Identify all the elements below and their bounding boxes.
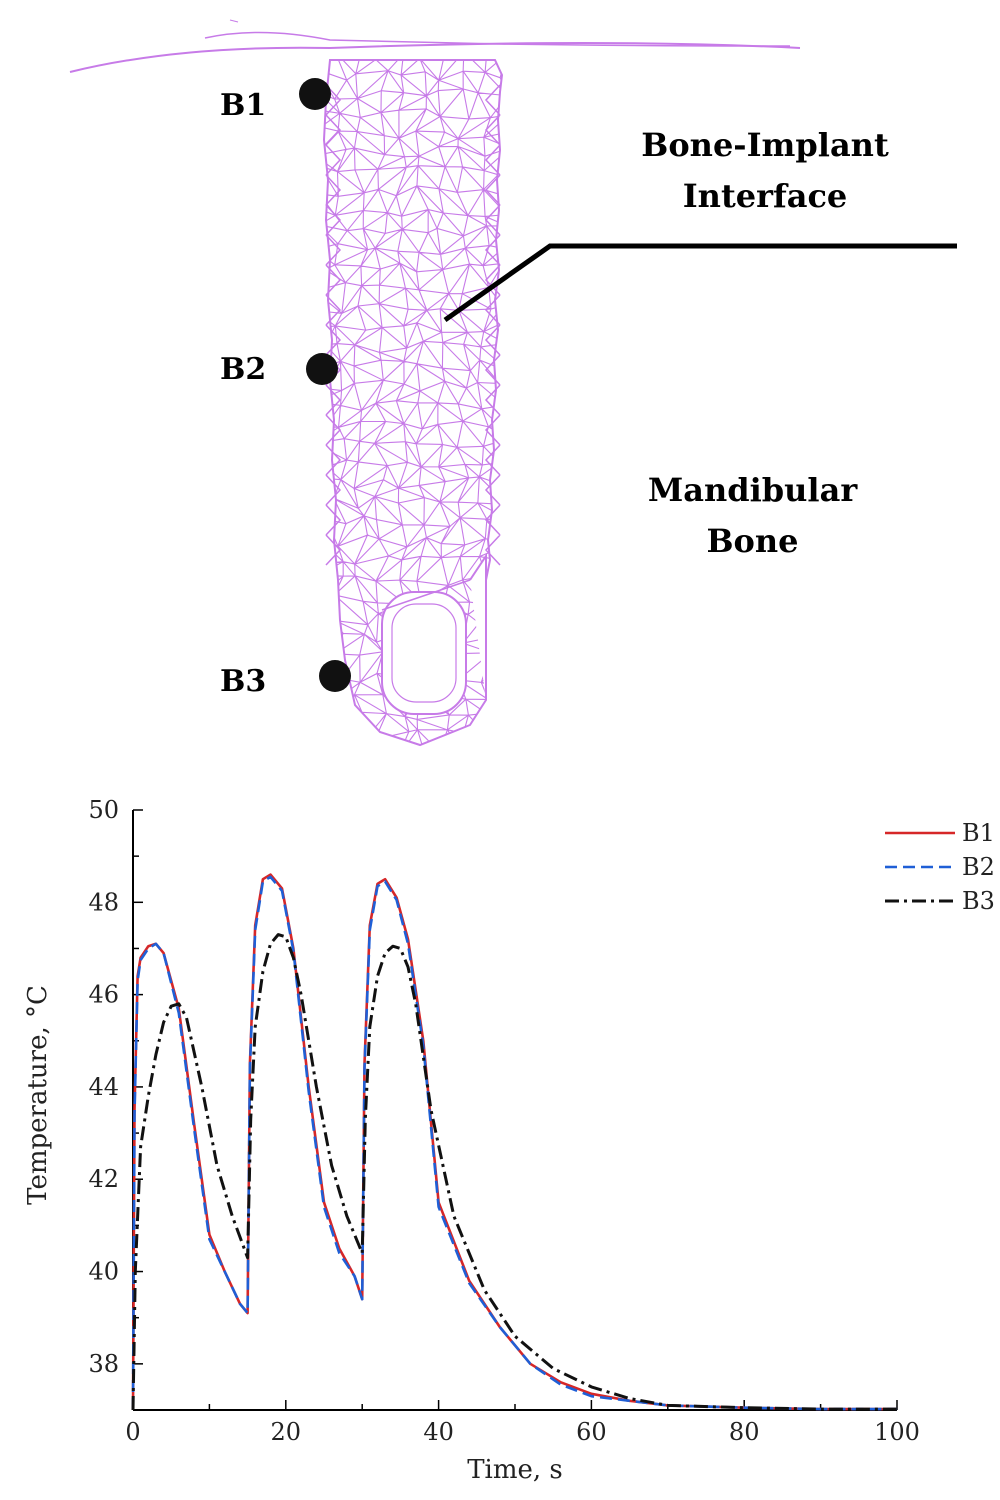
y-tick-label: 46: [88, 981, 119, 1009]
implant-illustration: [69, 19, 957, 747]
y-axis-label: Temperature, °C: [23, 985, 53, 1205]
x-tick-label: 60: [576, 1418, 607, 1446]
point-b2-label: B2: [220, 352, 267, 387]
point-b1-label: B1: [220, 88, 267, 123]
cortical-outline: [204, 31, 791, 47]
bone-label-line1: Mandibular: [647, 471, 858, 509]
y-tick-label: 40: [88, 1258, 119, 1286]
point-b3-label: B3: [220, 664, 267, 699]
implant-diagram: B1 B2 B3 Bone-Implant Interface Mandibul…: [69, 19, 957, 747]
x-tick-label: 100: [874, 1418, 920, 1446]
interface-pointer-line: [443, 243, 957, 323]
chart-series: [131, 873, 897, 1411]
y-tick-label: 50: [88, 796, 119, 824]
y-tick-label: 38: [88, 1350, 119, 1378]
x-tick-label: 40: [423, 1418, 454, 1446]
x-tick-label: 0: [125, 1418, 140, 1446]
interface-label: Bone-Implant Interface: [640, 120, 890, 222]
x-tick-label: 20: [271, 1418, 302, 1446]
x-tick-label: 80: [729, 1418, 760, 1446]
point-b1-marker: [299, 78, 331, 110]
series-line-b1: [131, 873, 897, 1411]
implant-threads: [325, 84, 501, 566]
y-tick-label: 44: [88, 1073, 119, 1101]
legend-label-b2: B2: [962, 853, 995, 881]
y-tick-label: 42: [88, 1165, 119, 1193]
point-b2-marker: [306, 353, 338, 385]
bone-label: Mandibular Bone: [640, 465, 865, 567]
thread-lines: [325, 84, 501, 566]
series-line-b3: [131, 933, 897, 1411]
legend-label-b3: B3: [962, 887, 995, 915]
interface-label-line2: Interface: [682, 177, 848, 215]
bone-label-line2: Bone: [706, 522, 799, 560]
chart-axes: 0 20 40 60 80 100 38 40 42 44 46 48 50: [88, 796, 919, 1446]
gingiva-outline: [69, 42, 801, 73]
y-tick-label: 48: [88, 888, 119, 916]
point-b3-marker: [319, 660, 351, 692]
series-line-b2: [131, 875, 897, 1411]
legend-label-b1: B1: [962, 819, 995, 847]
x-axis-label: Time, s: [467, 1455, 563, 1485]
interface-label-line1: Bone-Implant: [641, 126, 889, 164]
apical-vent: [381, 591, 467, 715]
